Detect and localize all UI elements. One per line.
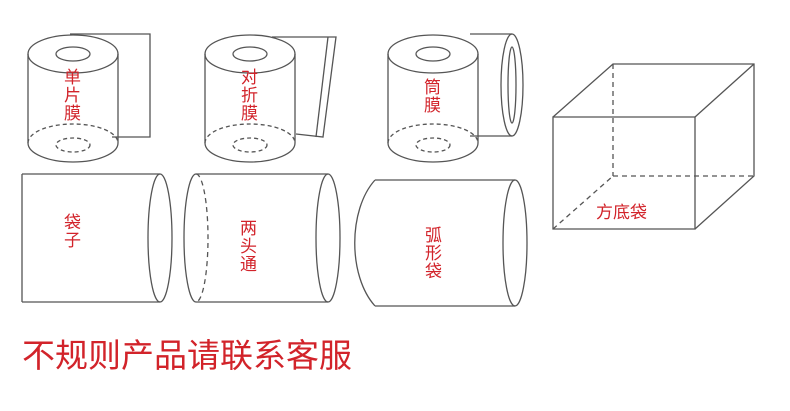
curved-bag-drawing [355, 180, 527, 306]
bag-label: 袋子 [60, 213, 80, 249]
single-film-roll-drawing [28, 34, 150, 162]
square-bottom-bag-drawing [553, 64, 754, 229]
tube-film-roll-drawing [388, 34, 523, 162]
square-bottom-bag-label: 方底袋 [596, 203, 647, 223]
both-ends-open-label: 两头通 [236, 219, 256, 273]
contact-support-note: 不规则产品请联系客服 [22, 336, 352, 375]
tube-film-label: 筒膜 [420, 78, 440, 114]
curved-bag-label: 弧形袋 [421, 226, 441, 280]
bag-drawing [22, 174, 172, 302]
both-ends-open-drawing [184, 174, 340, 302]
folded-film-roll-drawing [205, 35, 336, 162]
single-film-label: 单片膜 [60, 68, 80, 122]
folded-film-label: 对折膜 [237, 68, 257, 122]
